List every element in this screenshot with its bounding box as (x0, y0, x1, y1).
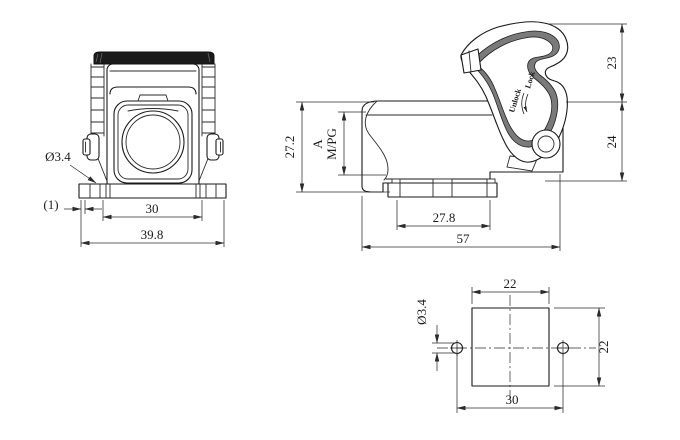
front-hole-dia-leader (69, 164, 97, 184)
front-face-recess-arc (127, 108, 179, 112)
front-flange (78, 183, 227, 199)
front-face-frame-outer (113, 100, 193, 184)
front-flange-detail-lines (89, 183, 217, 199)
side-feet-dividers (399, 182, 488, 198)
side-right-extension-lines (545, 23, 627, 182)
front-top-tab (137, 94, 169, 102)
front-right-ear-pin (215, 138, 224, 156)
cutout-height-label: 22 (596, 341, 611, 354)
front-bezel-top (109, 86, 197, 95)
side-foot-tab-left (391, 178, 401, 184)
front-left-rail-ticks (90, 66, 105, 134)
front-left-ear-pin (82, 138, 91, 156)
front-view (78, 51, 227, 199)
cutout-height-extension-lines (554, 307, 605, 387)
cutout-hole-dia-label: Ø3.4 (414, 299, 429, 325)
side-view-dimensions: 27.2 A M/PG 23 24 27.8 57 (282, 23, 627, 251)
cutout-square (471, 307, 550, 387)
cutout-dimensions: Ø3.4 22 22 30 (414, 276, 611, 413)
side-body-right-bottom-outline (385, 100, 564, 180)
side-lever-rib-band (470, 30, 560, 148)
panel-cutout-view (437, 295, 596, 400)
side-height-label: 27.2 (282, 136, 297, 159)
side-view: Unlock Lock (361, 21, 569, 198)
side-foot-tab-right (486, 178, 496, 184)
cutout-hole-crosshairs (450, 340, 570, 356)
front-spacing-label: 30 (146, 201, 159, 216)
front-left-rail (90, 63, 108, 182)
side-base-width-label: 27.8 (433, 210, 456, 225)
front-view-dimensions: Ø3.4 (1) 30 39.8 (43, 149, 225, 247)
cutout-width-label: 22 (504, 276, 517, 291)
front-offset-label: (1) (43, 197, 58, 212)
side-length-label: 57 (457, 231, 471, 246)
side-entry-thread-label: M/PG (324, 128, 339, 160)
cutout-spacing-extension-lines (456, 354, 564, 413)
front-gland-circle-inner (125, 114, 181, 170)
front-offset-extension-lines (80, 200, 86, 247)
side-length-extension-lines (361, 174, 561, 251)
front-right-rail-ticks (201, 66, 216, 134)
side-lever-top-label: 23 (604, 57, 619, 70)
side-body-height-label: 24 (604, 135, 619, 149)
side-lever-pivot-hole (537, 135, 555, 153)
side-gland-bell-curve (364, 100, 389, 181)
front-top-cap (93, 51, 215, 65)
cutout-spacing-label: 30 (506, 392, 519, 407)
side-lever-grip-tip-line (468, 50, 472, 73)
side-lever-direction-arrow (522, 92, 528, 114)
side-lever-grip-tip (460, 48, 482, 74)
front-top-cap-shading (95, 52, 211, 64)
front-face-frame-inner (117, 104, 189, 180)
front-right-rail (198, 63, 216, 182)
front-hole-dia-label: Ø3.4 (45, 149, 71, 164)
front-width-label: 39.8 (141, 227, 164, 242)
front-gland-circle-outer (121, 110, 185, 174)
side-foot-tab-middle (432, 178, 453, 184)
side-entry-size-label: A (310, 139, 325, 149)
side-height-extension-lines (296, 101, 390, 193)
side-feet-band (387, 182, 498, 198)
